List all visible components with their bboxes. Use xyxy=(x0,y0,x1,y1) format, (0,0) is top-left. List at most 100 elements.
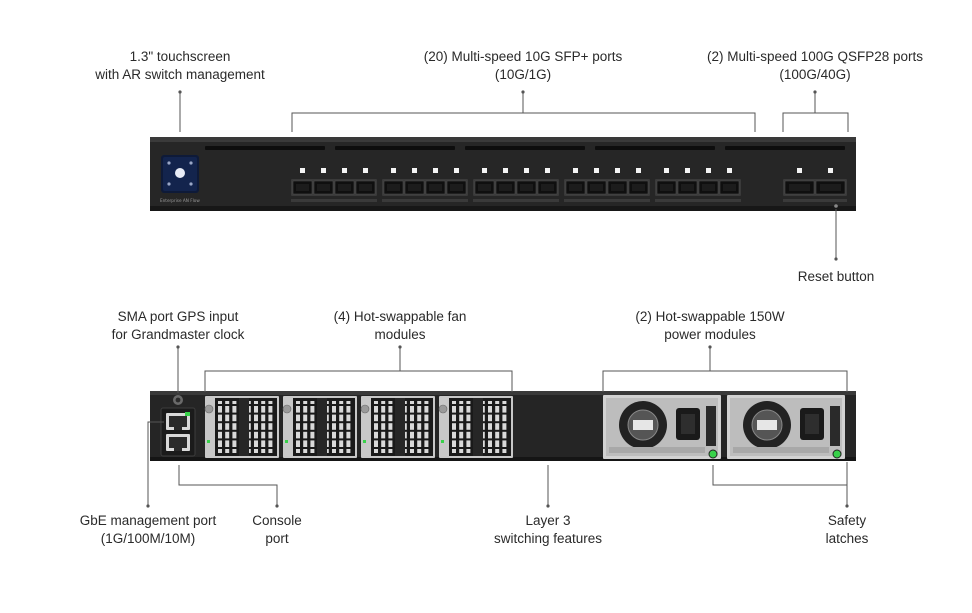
sfp-port xyxy=(586,180,607,195)
port-led xyxy=(594,168,599,173)
port-led xyxy=(524,168,529,173)
power-modules-label-line2: power modules xyxy=(664,327,756,342)
sma-port-label-line2: for Grandmaster clock xyxy=(111,327,245,342)
reset-pinhole xyxy=(834,204,838,208)
fan-led xyxy=(285,440,288,443)
psu-module-array xyxy=(603,395,845,459)
layer3-label-line1: Layer 3 xyxy=(525,513,571,528)
port-led xyxy=(664,168,669,173)
qsfp-port-array xyxy=(783,168,847,202)
sfp-ports-label-line1: (20) Multi-speed 10G SFP+ ports xyxy=(423,49,623,64)
reset-button-label-line1: Reset button xyxy=(797,269,875,284)
fan-modules-label: (4) Hot-swappable fan modules xyxy=(310,308,490,344)
sfp-port xyxy=(516,180,537,195)
port-led xyxy=(797,168,802,173)
layer3-label-line2: switching features xyxy=(493,531,603,546)
sfp-port xyxy=(565,180,586,195)
console-port-label-line2: port xyxy=(265,531,289,546)
sfp-port xyxy=(446,180,467,195)
sfp-port xyxy=(677,180,698,195)
port-led xyxy=(636,168,641,173)
port-led xyxy=(828,168,833,173)
port-led xyxy=(503,168,508,173)
port-led xyxy=(433,168,438,173)
sfp-port xyxy=(719,180,740,195)
latch-led xyxy=(708,449,718,459)
thumb-screw xyxy=(360,404,370,414)
touchscreen-label: 1.3" touchscreen with AR switch manageme… xyxy=(80,48,280,84)
qsfp-port xyxy=(815,180,846,195)
sfp-port xyxy=(628,180,649,195)
sfp-port xyxy=(404,180,425,195)
port-led xyxy=(573,168,578,173)
port-led xyxy=(727,168,732,173)
qsfp-ports-label: (2) Multi-speed 100G QSFP28 ports (100G/… xyxy=(688,48,942,84)
reset-button-label: Reset button xyxy=(776,268,896,286)
thumb-screw xyxy=(438,404,448,414)
sfp-ports-label: (20) Multi-speed 10G SFP+ ports (10G/1G) xyxy=(393,48,653,84)
sma-connector xyxy=(173,395,183,405)
sma-port-label-line1: SMA port GPS input xyxy=(117,309,239,324)
power-modules-label-line1: (2) Hot-swappable 150W xyxy=(635,309,785,324)
sfp-port xyxy=(537,180,558,195)
safety-latches-label-line1: Safety xyxy=(827,513,867,528)
gbe-mgmt-label-line1: GbE management port xyxy=(79,513,217,528)
port-led xyxy=(685,168,690,173)
port-led xyxy=(391,168,396,173)
fan-module-array xyxy=(204,396,513,458)
sfp-port xyxy=(355,180,376,195)
psu-module xyxy=(603,395,721,459)
thumb-screw xyxy=(282,404,292,414)
touchscreen-display xyxy=(161,155,199,193)
mgmt-ports xyxy=(160,407,196,457)
fan-modules-label-line1: (4) Hot-swappable fan xyxy=(333,309,467,324)
port-led xyxy=(342,168,347,173)
fan-led xyxy=(363,440,366,443)
safety-latches-label-line2: latches xyxy=(825,531,869,546)
port-led xyxy=(363,168,368,173)
port-led xyxy=(300,168,305,173)
fan-modules-label-line2: modules xyxy=(374,327,426,342)
fan-module xyxy=(360,396,435,458)
port-led xyxy=(615,168,620,173)
fan-led xyxy=(441,440,444,443)
layer3-label: Layer 3 switching features xyxy=(478,512,618,548)
sfp-ports-label-line2: (10G/1G) xyxy=(494,67,552,82)
touchscreen-label-line2: with AR switch management xyxy=(95,67,265,82)
qsfp-ports-label-line1: (2) Multi-speed 100G QSFP28 ports xyxy=(706,49,924,64)
console-port-label: Console port xyxy=(232,512,322,548)
port-led xyxy=(412,168,417,173)
qsfp-port xyxy=(784,180,815,195)
gbe-mgmt-label: GbE management port (1G/100M/10M) xyxy=(66,512,230,548)
sma-port-label: SMA port GPS input for Grandmaster clock xyxy=(90,308,266,344)
sfp-port xyxy=(334,180,355,195)
console-port-label-line1: Console xyxy=(252,513,302,528)
sfp-port xyxy=(474,180,495,195)
port-led xyxy=(454,168,459,173)
brand-text: Enterprise AN Flow xyxy=(160,198,200,203)
safety-latches-label: Safety latches xyxy=(800,512,894,548)
callout-lines xyxy=(147,93,849,505)
power-modules-label: (2) Hot-swappable 150W power modules xyxy=(620,308,800,344)
touchscreen-label-line1: 1.3" touchscreen xyxy=(129,49,231,64)
gbe-mgmt-label-line2: (1G/100M/10M) xyxy=(100,531,196,546)
psu-module xyxy=(727,395,845,459)
fan-led xyxy=(207,440,210,443)
port-led xyxy=(545,168,550,173)
latch-led xyxy=(832,449,842,459)
port-led xyxy=(706,168,711,173)
sfp-port xyxy=(313,180,334,195)
port-led xyxy=(321,168,326,173)
port-led xyxy=(482,168,487,173)
sfp-port xyxy=(425,180,446,195)
fan-module xyxy=(282,396,357,458)
fan-module xyxy=(204,396,279,458)
sfp-port xyxy=(607,180,628,195)
sfp-port xyxy=(698,180,719,195)
sfp-port xyxy=(292,180,313,195)
sfp-port xyxy=(656,180,677,195)
sfp-port xyxy=(495,180,516,195)
qsfp-ports-label-line2: (100G/40G) xyxy=(779,67,851,82)
sfp-port-array xyxy=(291,168,741,202)
